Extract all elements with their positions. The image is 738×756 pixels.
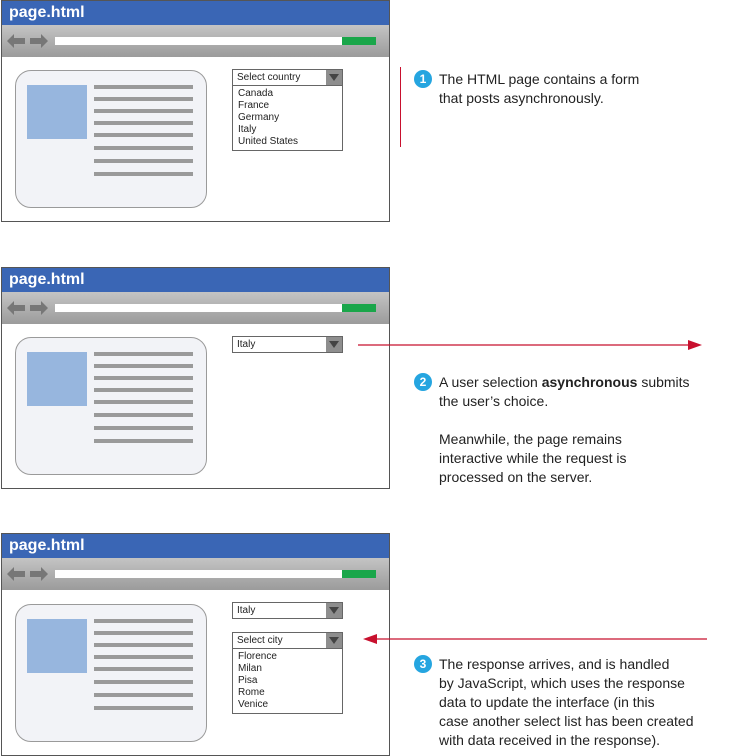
step-1-text: The HTML page contains a form that posts… xyxy=(439,71,640,106)
forward-arrow-icon[interactable] xyxy=(30,34,48,48)
browser-title: page.html xyxy=(2,268,389,292)
browser-title: page.html xyxy=(2,1,389,25)
loading-progress xyxy=(342,37,376,45)
text-line xyxy=(94,133,193,137)
image-placeholder xyxy=(27,85,87,139)
step-2-text: A user selection asynchronous submits th… xyxy=(439,373,690,487)
address-bar[interactable] xyxy=(55,37,376,45)
country-option-list: Canada France Germany Italy United State… xyxy=(232,86,343,151)
text-line xyxy=(94,172,193,176)
city-option-venice[interactable]: Venice xyxy=(238,699,269,710)
page-content-card xyxy=(15,70,207,208)
forward-arrow-icon[interactable] xyxy=(30,567,48,581)
step-2-badge: 2 xyxy=(414,373,432,391)
text-line xyxy=(94,413,193,417)
browser-navbar xyxy=(2,292,389,324)
country-option-france[interactable]: France xyxy=(238,100,270,111)
text-line xyxy=(94,643,193,647)
browser-window-2: page.html Italy xyxy=(1,267,390,489)
text-line xyxy=(94,376,193,380)
browser-window-1: page.html Select country Canada France G… xyxy=(1,0,390,222)
back-arrow-icon[interactable] xyxy=(7,301,25,315)
text-line xyxy=(94,439,193,443)
text-line xyxy=(94,352,193,356)
request-arrow-icon xyxy=(358,340,702,350)
country-select-placeholder: Select country xyxy=(237,72,301,83)
back-arrow-icon[interactable] xyxy=(7,567,25,581)
step-3-badge: 3 xyxy=(414,655,432,673)
browser-window-3: page.html Italy Select city Florence Mil… xyxy=(1,533,390,756)
city-select-placeholder: Select city xyxy=(237,635,283,646)
page-content-card xyxy=(15,604,207,742)
browser-navbar xyxy=(2,558,389,590)
text-line xyxy=(94,146,193,150)
step-2-text-extra: Meanwhile, the page remains interactive … xyxy=(439,431,627,485)
text-line xyxy=(94,655,193,659)
country-option-italy[interactable]: Italy xyxy=(238,124,257,135)
step-1-divider-line xyxy=(400,67,401,147)
step-2-text-before: A user selection xyxy=(439,374,542,390)
image-placeholder xyxy=(27,619,87,673)
loading-progress xyxy=(342,570,376,578)
response-arrow-icon xyxy=(363,634,707,644)
country-option-united-states[interactable]: United States xyxy=(238,136,299,147)
text-line xyxy=(94,85,193,89)
step-1-badge: 1 xyxy=(414,70,432,88)
text-line xyxy=(94,388,193,392)
browser-title: page.html xyxy=(2,534,389,558)
text-line xyxy=(94,97,193,101)
text-line xyxy=(94,706,193,710)
country-select[interactable]: Italy xyxy=(232,336,343,353)
text-line xyxy=(94,667,193,671)
step-2-text-bold: asynchronous xyxy=(541,374,638,390)
text-line xyxy=(94,680,193,684)
text-line xyxy=(94,426,193,430)
country-option-germany[interactable]: Germany xyxy=(238,112,280,123)
text-line xyxy=(94,364,193,368)
text-line xyxy=(94,693,193,697)
country-select-value: Italy xyxy=(237,605,256,616)
city-option-list: Florence Milan Pisa Rome Venice xyxy=(232,649,343,714)
page-content-card xyxy=(15,337,207,475)
browser-navbar xyxy=(2,25,389,57)
city-option-milan[interactable]: Milan xyxy=(238,663,262,674)
country-select[interactable]: Italy xyxy=(232,602,343,619)
back-arrow-icon[interactable] xyxy=(7,34,25,48)
address-bar[interactable] xyxy=(55,304,376,312)
image-placeholder xyxy=(27,352,87,406)
text-line xyxy=(94,400,193,404)
chevron-down-icon[interactable] xyxy=(326,337,342,352)
text-line xyxy=(94,631,193,635)
country-option-canada[interactable]: Canada xyxy=(238,88,274,99)
forward-arrow-icon[interactable] xyxy=(30,301,48,315)
country-select-value: Italy xyxy=(237,339,256,350)
city-option-rome[interactable]: Rome xyxy=(238,687,265,698)
text-line xyxy=(94,159,193,163)
chevron-down-icon[interactable] xyxy=(326,603,342,618)
chevron-down-icon[interactable] xyxy=(326,633,342,648)
text-line xyxy=(94,619,193,623)
text-line xyxy=(94,121,193,125)
step-2-text-after: submits the user’s choice. xyxy=(439,374,690,409)
country-select[interactable]: Select country xyxy=(232,69,343,86)
city-select[interactable]: Select city xyxy=(232,632,343,649)
loading-progress xyxy=(342,304,376,312)
step-3-text: The response arrives, and is handled by … xyxy=(439,656,694,748)
text-line xyxy=(94,109,193,113)
address-bar[interactable] xyxy=(55,570,376,578)
chevron-down-icon[interactable] xyxy=(326,70,342,85)
city-option-pisa[interactable]: Pisa xyxy=(238,675,258,686)
city-option-florence[interactable]: Florence xyxy=(238,651,277,662)
